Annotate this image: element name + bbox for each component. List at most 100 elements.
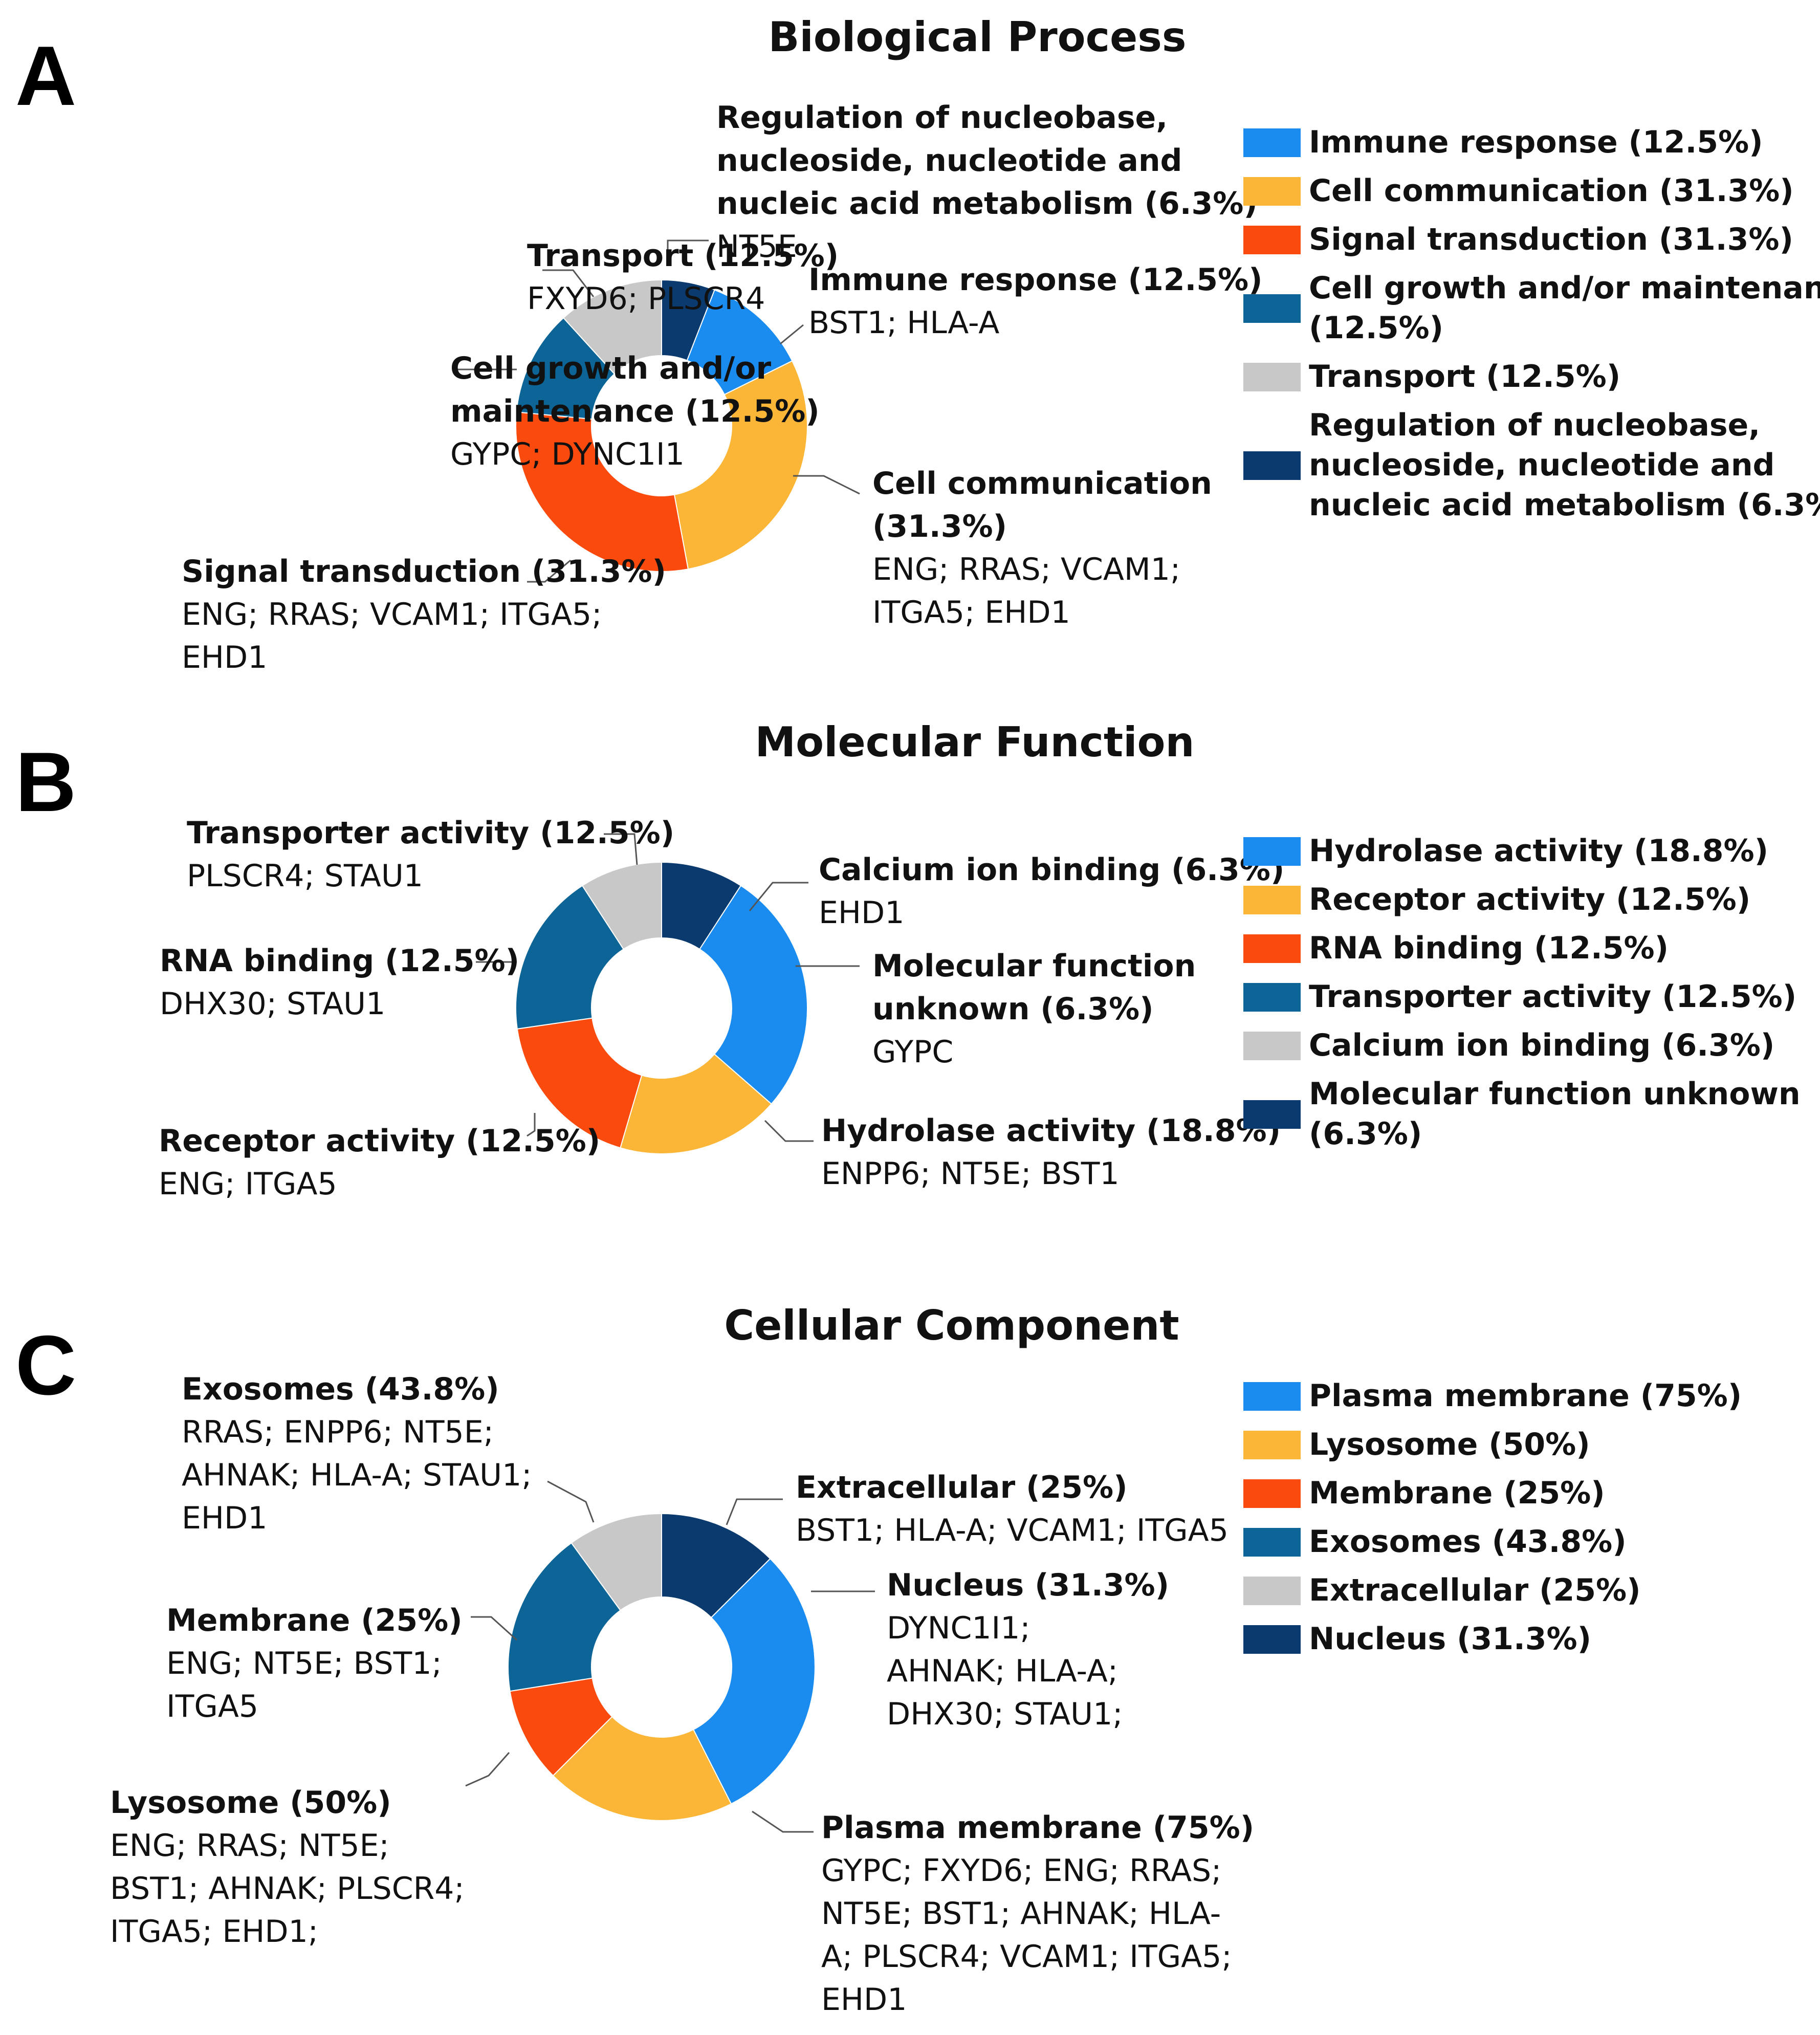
donut-slice bbox=[515, 411, 689, 572]
slice-label-genes: ENG; RRAS; VCAM1; bbox=[872, 552, 1180, 587]
slice-label: Calcium ion binding (6.3%) EHD1 bbox=[819, 852, 1284, 931]
slice-label: Signal transduction (31.3%)ENG; RRAS; VC… bbox=[182, 554, 666, 675]
legend-label: Cell growth and/or maintenance bbox=[1309, 270, 1820, 306]
legend-label: (6.3%) bbox=[1309, 1116, 1422, 1152]
slice-label: Transport (12.5%) FXYD6; PLSCR4 bbox=[527, 238, 839, 317]
donut-slice bbox=[552, 1716, 732, 1821]
slice-label-genes: RRAS; ENPP6; NT5E; bbox=[182, 1414, 494, 1450]
slice-label-genes: EHD1 bbox=[819, 895, 904, 931]
slice-label-genes: AHNAK; HLA-A; bbox=[887, 1653, 1118, 1689]
legend-swatch bbox=[1243, 886, 1301, 914]
slice-label-genes: DHX30; STAU1 bbox=[160, 986, 385, 1022]
leader-line bbox=[547, 1480, 595, 1523]
legend-label: nucleic acid metabolism (6.3%) bbox=[1309, 487, 1820, 523]
legend-label: Signal transduction (31.3%) bbox=[1309, 222, 1793, 257]
leader-line bbox=[465, 1752, 510, 1787]
slice-label-genes: ENG; NT5E; BST1; bbox=[166, 1646, 442, 1681]
legend-label: Molecular function unknown bbox=[1309, 1076, 1801, 1112]
donut-slice bbox=[571, 1513, 662, 1611]
legend-label: RNA binding (12.5%) bbox=[1309, 930, 1669, 966]
slice-label-title: unknown (6.3%) bbox=[872, 991, 1154, 1027]
slice-label: Exosomes (43.8%)RRAS; ENPP6; NT5E;AHNAK;… bbox=[182, 1371, 532, 1536]
slice-label: RNA binding (12.5%) DHX30; STAU1 bbox=[160, 943, 519, 1022]
legend: Hydrolase activity (18.8%)Receptor activ… bbox=[1243, 833, 1801, 1152]
legend: Plasma membrane (75%)Lysosome (50%)Membr… bbox=[1243, 1378, 1742, 1657]
donut-slice bbox=[508, 1542, 621, 1692]
legend-swatch bbox=[1243, 1100, 1301, 1129]
slice-label-title: Nucleus (31.3%) bbox=[887, 1567, 1169, 1603]
donut-slice bbox=[673, 360, 808, 570]
legend-label: Cell communication (31.3%) bbox=[1309, 173, 1794, 209]
donut-slice bbox=[661, 1513, 771, 1618]
slice-label-title: Membrane (25%) bbox=[166, 1603, 463, 1638]
slice-label: Immune response (12.5%) BST1; HLA-A bbox=[808, 262, 1263, 341]
donut-slice bbox=[620, 1053, 773, 1154]
donut-slice bbox=[562, 279, 662, 375]
slice-label: Extracellular (25%)BST1; HLA-A; VCAM1; I… bbox=[796, 1470, 1229, 1548]
slice-label-genes: GYPC; DYNC1I1 bbox=[450, 436, 685, 472]
slice-label-genes: NT5E; BST1; AHNAK; HLA- bbox=[821, 1896, 1221, 1932]
slice-label-genes: FXYD6; PLSCR4 bbox=[527, 281, 765, 317]
slice-label: Nucleus (31.3%)DYNC1I1;AHNAK; HLA-A;DHX3… bbox=[887, 1567, 1169, 1732]
legend-swatch bbox=[1243, 177, 1301, 206]
slice-label: Regulation of nucleobase,nucleoside, nuc… bbox=[716, 100, 1258, 265]
slice-label-genes: ENG; ITGA5 bbox=[159, 1166, 337, 1202]
legend-swatch bbox=[1243, 1479, 1301, 1508]
slice-label-title: Immune response (12.5%) bbox=[808, 262, 1263, 298]
slice-label-genes: GYPC; FXYD6; ENG; RRAS; bbox=[821, 1853, 1221, 1889]
legend-swatch bbox=[1243, 837, 1301, 866]
donut-slice bbox=[515, 885, 624, 1030]
legend-label: Exosomes (43.8%) bbox=[1309, 1524, 1627, 1560]
slice-label: Receptor activity (12.5%)ENG; ITGA5 bbox=[159, 1123, 600, 1202]
slice-label-genes: PLSCR4; STAU1 bbox=[187, 858, 423, 894]
slice-label-title: Calcium ion binding (6.3%) bbox=[819, 852, 1284, 888]
legend-label: Calcium ion binding (6.3%) bbox=[1309, 1027, 1774, 1063]
slice-label: Transporter activity (12.5%)PLSCR4; STAU… bbox=[187, 815, 674, 894]
slice-label-title: maintenance (12.5%) bbox=[450, 393, 820, 429]
slice-label-genes: NT5E bbox=[716, 229, 797, 265]
donut-slice bbox=[516, 1017, 643, 1149]
legend-swatch bbox=[1243, 1528, 1301, 1557]
slice-label: Lysosome (50%)ENG; RRAS; NT5E;BST1; AHNA… bbox=[110, 1785, 465, 1950]
legend-label: Extracellular (25%) bbox=[1309, 1572, 1641, 1608]
slice-label-genes: ENG; RRAS; VCAM1; ITGA5; bbox=[182, 597, 602, 632]
chart-title: Biological Process bbox=[768, 13, 1186, 61]
slice-label-genes: EHD1 bbox=[182, 1500, 267, 1536]
slice-label-title: Transport (12.5%) bbox=[527, 238, 839, 274]
donut-slice bbox=[509, 1677, 613, 1777]
slice-label-genes: ENPP6; NT5E; BST1 bbox=[821, 1156, 1120, 1192]
legend-label: Membrane (25%) bbox=[1309, 1475, 1605, 1511]
slice-label-genes: BST1; HLA-A bbox=[808, 305, 999, 341]
donut-slice bbox=[581, 861, 662, 950]
legend-label: Receptor activity (12.5%) bbox=[1309, 882, 1750, 917]
legend-label: Nucleus (31.3%) bbox=[1309, 1621, 1591, 1657]
leader-line bbox=[752, 1810, 814, 1833]
legend-swatch bbox=[1243, 226, 1301, 254]
slice-label-genes: AHNAK; HLA-A; STAU1; bbox=[182, 1457, 532, 1493]
legend-swatch bbox=[1243, 294, 1301, 323]
leader-line bbox=[471, 1616, 518, 1641]
slice-label-genes: ITGA5; EHD1; bbox=[110, 1914, 318, 1950]
slice-label-title: RNA binding (12.5%) bbox=[160, 943, 519, 979]
legend-swatch bbox=[1243, 1625, 1301, 1654]
slice-label-title: Hydrolase activity (18.8%) bbox=[821, 1113, 1281, 1149]
leader-line bbox=[780, 324, 804, 345]
leader-line bbox=[764, 1120, 814, 1142]
slice-label-title: Regulation of nucleobase, bbox=[716, 100, 1168, 136]
slice-label-title: nucleic acid metabolism (6.3%) bbox=[716, 186, 1258, 222]
chart-title: Cellular Component bbox=[724, 1302, 1179, 1349]
legend-label: Transporter activity (12.5%) bbox=[1309, 979, 1796, 1015]
legend-swatch bbox=[1243, 1032, 1301, 1060]
legend-label: Immune response (12.5%) bbox=[1309, 124, 1763, 160]
slice-label-genes: GYPC bbox=[872, 1034, 953, 1070]
slice-label-title: Plasma membrane (75%) bbox=[821, 1810, 1254, 1846]
legend-swatch bbox=[1243, 363, 1301, 391]
legend-swatch bbox=[1243, 1431, 1301, 1459]
leader-line bbox=[604, 833, 638, 865]
leader-line bbox=[527, 1113, 536, 1137]
legend-label: Lysosome (50%) bbox=[1309, 1427, 1590, 1462]
slice-label-genes: ITGA5; EHD1 bbox=[872, 595, 1070, 630]
